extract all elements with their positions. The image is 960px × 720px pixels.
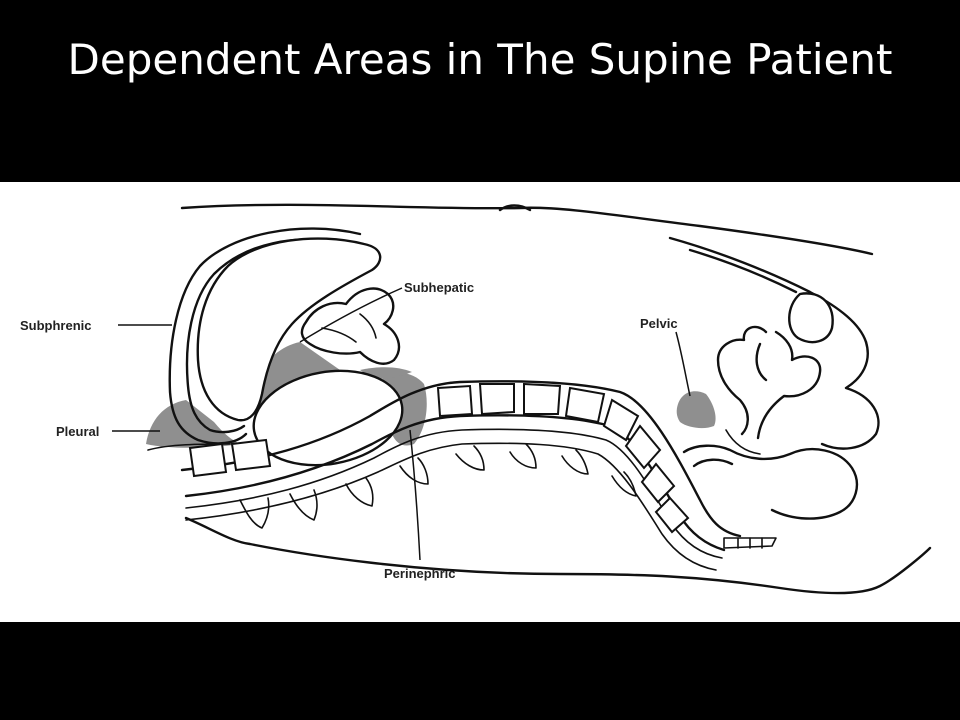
figure-panel: Subphrenic Subhepatic Pleural Pelvic Per…: [0, 182, 960, 622]
pelvic-organs: [668, 236, 880, 520]
perinephric-pointer: [409, 429, 421, 561]
pleural-region: [146, 400, 240, 448]
subhepatic-organ: [300, 287, 401, 365]
subhepatic-pointer: [299, 287, 403, 343]
label-pelvic: Pelvic: [640, 316, 678, 331]
spinous-processes: [239, 443, 637, 529]
pelvic-pointer: [675, 331, 691, 397]
label-pleural: Pleural: [56, 424, 99, 439]
spine: [180, 380, 777, 571]
label-perinephric: Perinephric: [384, 566, 456, 581]
label-subhepatic: Subhepatic: [404, 280, 474, 295]
slide-title: Dependent Areas in The Supine Patient: [67, 35, 893, 84]
label-subphrenic: Subphrenic: [20, 318, 92, 333]
liver: [196, 237, 382, 422]
pelvic-region: [676, 391, 716, 429]
kidney: [252, 369, 404, 467]
anatomy-diagram: Subphrenic Subhepatic Pleural Pelvic Per…: [20, 203, 932, 595]
pointer-lines: [112, 287, 691, 561]
region-labels: Subphrenic Subhepatic Pleural Pelvic Per…: [20, 280, 678, 581]
vertebrae: [188, 382, 690, 534]
